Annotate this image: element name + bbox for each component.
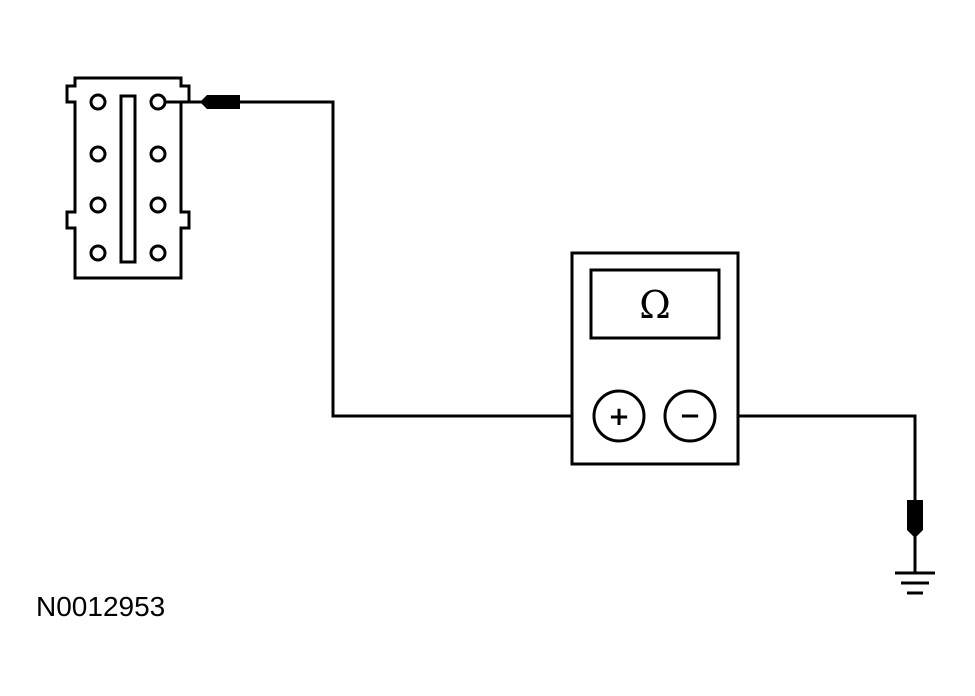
positive-terminal-label: + <box>608 402 630 432</box>
ohm-symbol: Ω <box>639 283 671 327</box>
test-probe-ground <box>907 500 923 572</box>
connector-pin <box>89 145 107 163</box>
connector-pin <box>89 93 107 111</box>
figure-code: N0012953 <box>36 591 166 622</box>
wire-positive <box>240 100 595 418</box>
wire-negative <box>715 414 917 500</box>
ohmmeter-display <box>589 268 721 340</box>
negative-terminal-label: − <box>679 401 701 431</box>
negative-terminal <box>663 389 717 443</box>
connector-pin <box>149 196 167 214</box>
connector <box>65 76 191 280</box>
ohmmeter: Ω + − <box>570 251 740 466</box>
connector-pin <box>149 145 167 163</box>
connector-pin <box>89 244 107 262</box>
ground-icon <box>895 571 935 595</box>
test-probe-connector <box>165 95 240 109</box>
positive-terminal <box>592 389 646 443</box>
connector-pin <box>89 196 107 214</box>
connector-center-slot <box>119 94 137 264</box>
connector-pin <box>149 93 167 111</box>
connector-pin <box>149 244 167 262</box>
